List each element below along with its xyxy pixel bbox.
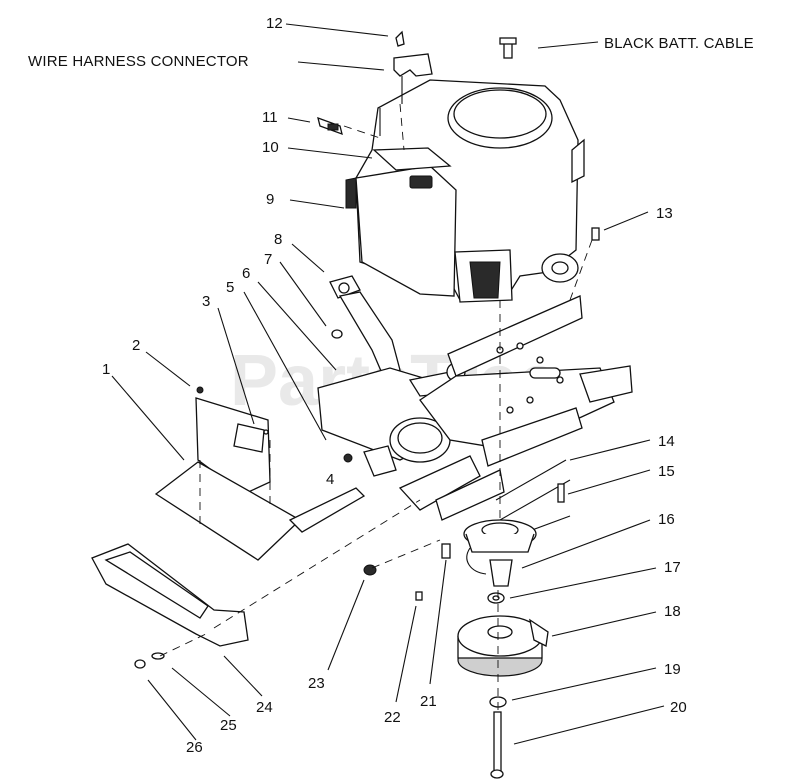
bottom-shield-24 [91,543,249,647]
heat-shield-4 [288,487,366,533]
muffler [317,362,471,477]
callout-16: 16 [658,511,675,528]
pulley-18 [457,615,549,677]
exhaust-pipe [331,291,401,379]
callout-3: 3 [202,293,210,310]
callout-24: 24 [256,699,273,716]
black-batt-cable-label: BLACK BATT. CABLE [604,35,754,52]
callout-11: 11 [262,109,278,126]
sensor-switch-part [317,116,343,136]
callout-26: 26 [186,739,203,756]
wire-harness-connector-part [393,30,433,104]
wire-harness-connector-label: WIRE HARNESS CONNECTOR [28,53,249,70]
callout-20: 20 [670,699,687,716]
callout-numbers: 1 2 3 4 5 6 7 8 9 10 11 12 13 14 15 16 1… [102,15,687,756]
callout-18: 18 [664,603,681,620]
callout-5: 5 [226,279,234,296]
engine-bolt-part [591,227,600,241]
callout-1: 1 [102,361,110,378]
engine [345,79,585,303]
callout-10: 10 [262,139,279,156]
battery-bolt-part [499,37,517,59]
bolt-20 [490,711,504,779]
callout-14: 14 [658,433,675,450]
callout-8: 8 [274,231,282,248]
electric-clutch [463,519,537,587]
callout-13: 13 [656,205,673,222]
callout-6: 6 [242,265,250,282]
callout-2: 2 [132,337,140,354]
callout-19: 19 [664,661,681,678]
callout-15: 15 [658,463,675,480]
callout-21: 21 [420,693,437,710]
leader-lines [111,23,665,745]
side-shield-1 [154,397,302,561]
callout-22: 22 [384,709,401,726]
exhaust-gasket [329,275,361,299]
assembly-lines [159,103,593,710]
callout-7: 7 [264,251,272,268]
callout-4: 4 [326,471,334,488]
callout-25: 25 [220,717,237,734]
callout-17: 17 [664,559,681,576]
engine-deck-frame [398,295,633,521]
callout-9: 9 [266,191,274,208]
callout-23: 23 [308,675,325,692]
callout-12: 12 [266,15,283,32]
washer-17 [487,592,505,604]
